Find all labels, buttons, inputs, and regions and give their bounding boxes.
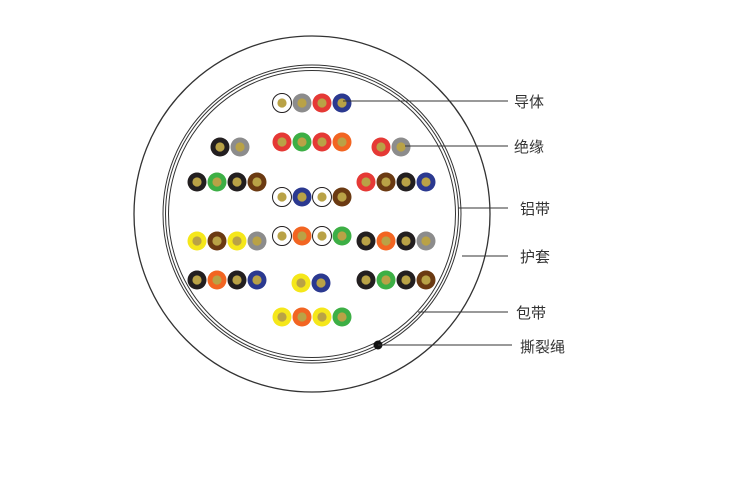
core-conductor xyxy=(361,236,371,246)
core-group xyxy=(371,137,411,157)
core-conductor xyxy=(337,312,347,322)
core-conductor xyxy=(192,236,202,246)
conductor-label: 导体 xyxy=(514,93,544,111)
core-conductor xyxy=(381,177,391,187)
core-conductor xyxy=(212,275,222,285)
core-conductor xyxy=(192,177,202,187)
ripcord-label: 撕裂绳 xyxy=(520,338,565,356)
core-group xyxy=(272,307,352,327)
core-conductor xyxy=(396,142,406,152)
core-group xyxy=(272,132,352,152)
core-conductor xyxy=(421,275,431,285)
core-conductor xyxy=(212,236,222,246)
core-conductor xyxy=(277,312,287,322)
core-conductor xyxy=(252,177,262,187)
core-conductor xyxy=(252,275,262,285)
core-conductor xyxy=(277,231,287,241)
aluminum-tape-ring-middle xyxy=(165,67,459,361)
core-conductor xyxy=(361,177,371,187)
core-group xyxy=(356,270,436,290)
core-conductor xyxy=(297,137,307,147)
core-conductor xyxy=(376,142,386,152)
core-conductor xyxy=(235,142,245,152)
core-group xyxy=(272,187,352,207)
aluminum-tape-ring-outer xyxy=(162,64,462,364)
sheath-label: 护套 xyxy=(520,248,550,266)
core-group xyxy=(187,172,267,192)
wrapping-tape-ring-inner xyxy=(168,70,456,358)
core-conductor xyxy=(317,192,327,202)
core-conductor xyxy=(381,275,391,285)
core-conductor xyxy=(317,98,327,108)
core-conductor xyxy=(297,192,307,202)
core-group xyxy=(187,231,267,251)
core-conductor xyxy=(232,236,242,246)
core-group xyxy=(210,137,250,157)
core-conductor xyxy=(277,137,287,147)
core-group xyxy=(272,93,352,113)
core-conductor xyxy=(401,236,411,246)
core-conductor xyxy=(277,192,287,202)
cores-layer xyxy=(187,93,436,327)
core-conductor xyxy=(337,231,347,241)
outer-sheath-circle xyxy=(133,35,491,393)
core-conductor xyxy=(401,177,411,187)
core-conductor xyxy=(317,137,327,147)
aluminum-tape-label: 铝带 xyxy=(520,200,550,218)
core-conductor xyxy=(297,231,307,241)
core-conductor xyxy=(317,312,327,322)
core-conductor xyxy=(337,98,347,108)
core-conductor xyxy=(215,142,225,152)
core-conductor xyxy=(317,231,327,241)
core-conductor xyxy=(316,278,326,288)
core-conductor xyxy=(337,192,347,202)
core-group xyxy=(356,231,436,251)
core-conductor xyxy=(232,177,242,187)
core-conductor xyxy=(337,137,347,147)
core-group xyxy=(291,273,331,293)
core-conductor xyxy=(361,275,371,285)
core-conductor xyxy=(297,312,307,322)
core-conductor xyxy=(252,236,262,246)
core-conductor xyxy=(297,98,307,108)
core-conductor xyxy=(381,236,391,246)
wrapping-tape-label: 包带 xyxy=(516,304,546,322)
core-conductor xyxy=(421,177,431,187)
core-conductor xyxy=(421,236,431,246)
core-conductor xyxy=(401,275,411,285)
core-conductor xyxy=(212,177,222,187)
core-group xyxy=(272,226,352,246)
insulation-label: 绝缘 xyxy=(514,138,544,156)
core-group xyxy=(187,270,267,290)
core-conductor xyxy=(296,278,306,288)
core-conductor xyxy=(192,275,202,285)
core-group xyxy=(356,172,436,192)
core-conductor xyxy=(277,98,287,108)
core-conductor xyxy=(232,275,242,285)
